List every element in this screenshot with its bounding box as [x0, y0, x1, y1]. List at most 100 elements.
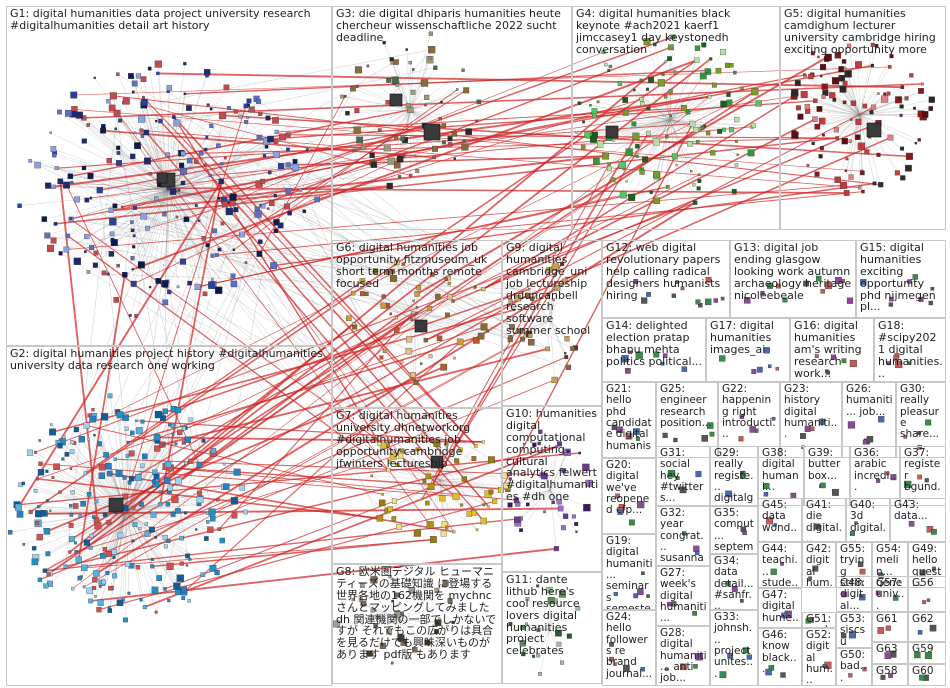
- edge: [510, 623, 551, 631]
- node: [359, 278, 366, 284]
- node: [162, 281, 169, 288]
- node: [78, 514, 82, 518]
- node: [80, 500, 86, 507]
- edge: [34, 511, 127, 549]
- edge: [439, 479, 489, 507]
- node: [731, 188, 737, 194]
- node: [132, 234, 136, 238]
- node: [108, 251, 115, 257]
- edge: [822, 114, 861, 122]
- node: [447, 281, 451, 285]
- node: [810, 51, 815, 56]
- node: [760, 290, 765, 296]
- node: [267, 207, 270, 210]
- node: [122, 493, 128, 499]
- node: [154, 410, 163, 419]
- node: [433, 440, 441, 447]
- node: [67, 173, 74, 180]
- edge: [399, 619, 453, 623]
- node: [859, 594, 866, 601]
- edge: [259, 95, 346, 255]
- group-label: G51: nachst...: [806, 613, 832, 627]
- node: [619, 191, 627, 199]
- node: [175, 508, 181, 514]
- node: [924, 651, 932, 660]
- node: [140, 212, 148, 220]
- node: [40, 509, 47, 516]
- edge: [270, 138, 449, 279]
- node: [92, 262, 98, 268]
- node: [767, 364, 772, 369]
- node: [43, 583, 49, 589]
- node: [187, 598, 191, 603]
- node: [89, 415, 96, 423]
- node: [633, 279, 639, 284]
- node: [833, 127, 839, 133]
- edge: [65, 445, 557, 568]
- node: [406, 336, 413, 343]
- node: [618, 504, 626, 511]
- node: [821, 83, 828, 90]
- node: [628, 350, 632, 355]
- node: [840, 633, 847, 639]
- node: [874, 43, 879, 48]
- node: [693, 127, 699, 133]
- node: [220, 221, 225, 226]
- node: [922, 600, 927, 605]
- node: [154, 536, 158, 539]
- node: [520, 336, 525, 342]
- node: [15, 503, 22, 511]
- edge: [125, 511, 145, 608]
- group-cell-g28: G28: digital humaniti... anti job...: [656, 626, 710, 686]
- node: [472, 336, 480, 344]
- node: [372, 268, 379, 274]
- edge: [409, 109, 411, 176]
- node: [138, 115, 146, 123]
- node: [635, 436, 640, 441]
- node: [230, 497, 238, 505]
- node: [196, 496, 204, 504]
- node: [770, 568, 777, 575]
- group-label: G19: digital humaniti... seminars semest…: [606, 535, 653, 610]
- edge: [832, 95, 861, 116]
- node: [846, 297, 854, 304]
- group-label: G15: digital humanities exciting opportu…: [860, 241, 936, 314]
- node: [876, 478, 881, 483]
- edge: [116, 189, 169, 300]
- edge: [844, 83, 861, 116]
- edge: [39, 356, 567, 581]
- node: [131, 80, 138, 87]
- node: [106, 99, 111, 104]
- node: [49, 428, 56, 436]
- node: [210, 253, 215, 258]
- node: [597, 141, 604, 148]
- node: [414, 291, 420, 297]
- hub-node: [156, 172, 168, 184]
- node: [509, 324, 515, 330]
- node: [102, 546, 108, 552]
- node: [178, 162, 185, 168]
- edge: [549, 629, 563, 663]
- node: [210, 448, 217, 454]
- node: [452, 530, 456, 534]
- node: [733, 70, 737, 75]
- node: [695, 471, 702, 478]
- node: [131, 539, 135, 543]
- node: [441, 521, 448, 528]
- edge: [530, 319, 551, 336]
- node: [835, 136, 840, 140]
- group-cell-g58: G58: [872, 664, 908, 686]
- node: [512, 308, 516, 312]
- node: [709, 431, 715, 437]
- node: [256, 134, 263, 141]
- node: [440, 530, 447, 537]
- node: [883, 92, 887, 96]
- node: [116, 72, 120, 76]
- edge: [167, 117, 269, 191]
- node: [36, 533, 43, 541]
- node: [214, 569, 220, 576]
- node: [138, 501, 144, 507]
- node: [101, 579, 106, 585]
- node: [150, 564, 155, 569]
- node: [589, 135, 597, 143]
